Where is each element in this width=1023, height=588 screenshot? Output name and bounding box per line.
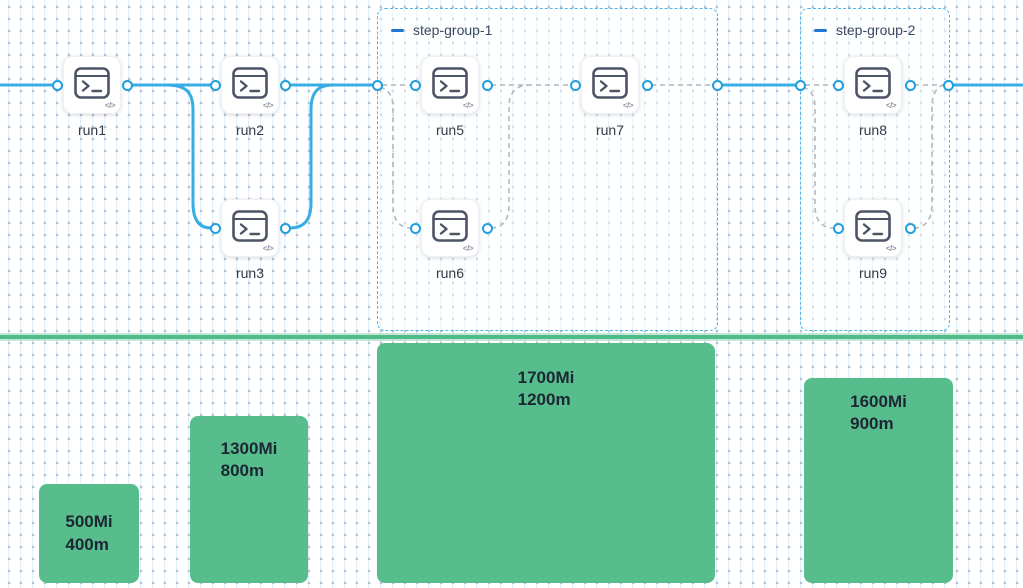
edge-group2-run9	[802, 86, 834, 229]
memory-value: 1600Mi	[850, 392, 907, 411]
port-run9-out[interactable]	[904, 222, 916, 234]
cpu-value: 900m	[850, 414, 894, 434]
node-run3[interactable]: </> run3	[221, 199, 279, 281]
edge-run9-merge	[913, 84, 946, 229]
node-label: run9	[858, 265, 888, 281]
cpu-value: 1200m	[517, 390, 571, 410]
node-box[interactable]: </>	[221, 56, 279, 114]
port-run1-in[interactable]	[51, 79, 63, 91]
port-run3-out[interactable]	[279, 222, 291, 234]
port-run5-in[interactable]	[409, 79, 421, 91]
step-group-2[interactable]: step-group-2	[800, 8, 950, 331]
node-label: run8	[858, 122, 888, 138]
node-box[interactable]: </>	[63, 56, 121, 114]
section-divider-line	[0, 335, 1023, 339]
port-run7-in[interactable]	[569, 79, 581, 91]
terminal-icon	[432, 67, 468, 99]
terminal-icon	[432, 210, 468, 242]
step-group-1-header: step-group-1	[378, 9, 717, 38]
collapse-dash-icon[interactable]	[391, 28, 404, 32]
edge-run1-run3	[164, 83, 213, 230]
node-label: run6	[435, 265, 465, 281]
port-run9-in[interactable]	[832, 222, 844, 234]
port-run1-out[interactable]	[121, 79, 133, 91]
port-run8-in[interactable]	[832, 79, 844, 91]
code-badge-icon: </>	[622, 101, 634, 110]
node-box[interactable]: </>	[581, 56, 639, 114]
port-run6-in[interactable]	[409, 222, 421, 234]
port-run3-in[interactable]	[209, 222, 221, 234]
node-run6[interactable]: </> run6	[421, 199, 479, 281]
node-run2[interactable]: </> run2	[221, 56, 279, 138]
resource-bar-3: 1700Mi 1200m	[377, 343, 715, 583]
terminal-icon	[232, 67, 268, 99]
memory-value: 1300Mi	[220, 439, 278, 458]
edge-run6-merge	[490, 84, 530, 229]
node-box[interactable]: </>	[221, 199, 279, 257]
resource-bar-label: 1300Mi 800m	[221, 438, 278, 483]
node-box[interactable]: </>	[844, 199, 902, 257]
resource-bar-1: 500Mi 400m	[39, 484, 139, 583]
code-badge-icon: </>	[462, 101, 474, 110]
resource-bar-2: 1300Mi 800m	[190, 416, 308, 583]
resource-bar-label: 1600Mi 900m	[850, 391, 907, 436]
memory-value: 1700Mi	[517, 368, 575, 387]
edge-run3-merge	[288, 83, 335, 230]
node-run8[interactable]: </> run8	[844, 56, 902, 138]
code-badge-icon: </>	[462, 244, 474, 253]
node-run1[interactable]: </> run1	[63, 56, 121, 138]
node-run7[interactable]: </> run7	[581, 56, 639, 138]
port-run2-out[interactable]	[279, 79, 291, 91]
edge-group1-run6	[379, 86, 412, 229]
node-run5[interactable]: </> run5	[421, 56, 479, 138]
node-box[interactable]: </>	[421, 199, 479, 257]
terminal-icon	[592, 67, 628, 99]
terminal-icon	[232, 210, 268, 242]
cpu-value: 800m	[220, 461, 265, 481]
port-run5-out[interactable]	[481, 79, 493, 91]
code-badge-icon: </>	[262, 244, 274, 253]
port-run8-out[interactable]	[904, 79, 916, 91]
node-label: run7	[595, 122, 625, 138]
node-label: run3	[235, 265, 265, 281]
port-group2-in[interactable]	[794, 79, 806, 91]
code-badge-icon: </>	[104, 101, 116, 110]
step-group-label: step-group-2	[836, 22, 916, 38]
port-group1-out[interactable]	[711, 79, 723, 91]
code-badge-icon: </>	[262, 101, 274, 110]
node-label: run2	[235, 122, 265, 138]
collapse-dash-icon[interactable]	[814, 28, 827, 32]
cpu-value: 400m	[65, 534, 109, 554]
step-group-label: step-group-1	[413, 22, 493, 38]
code-badge-icon: </>	[885, 101, 897, 110]
step-group-2-header: step-group-2	[801, 9, 949, 38]
resource-bar-label: 1700Mi 1200m	[518, 367, 575, 412]
port-group1-in[interactable]	[371, 79, 383, 91]
code-badge-icon: </>	[885, 244, 897, 253]
port-run2-in[interactable]	[209, 79, 221, 91]
node-label: run5	[435, 122, 465, 138]
terminal-icon	[74, 67, 110, 99]
resource-bar-label: 500Mi 400m	[65, 511, 112, 556]
port-run6-out[interactable]	[481, 222, 493, 234]
node-label: run1	[77, 122, 107, 138]
terminal-icon	[855, 210, 891, 242]
node-run9[interactable]: </> run9	[844, 199, 902, 281]
memory-value: 500Mi	[65, 512, 113, 532]
node-box[interactable]: </>	[844, 56, 902, 114]
node-box[interactable]: </>	[421, 56, 479, 114]
port-group2-out[interactable]	[942, 79, 954, 91]
port-run7-out[interactable]	[641, 79, 653, 91]
terminal-icon	[855, 67, 891, 99]
resource-bar-4: 1600Mi 900m	[804, 378, 953, 583]
